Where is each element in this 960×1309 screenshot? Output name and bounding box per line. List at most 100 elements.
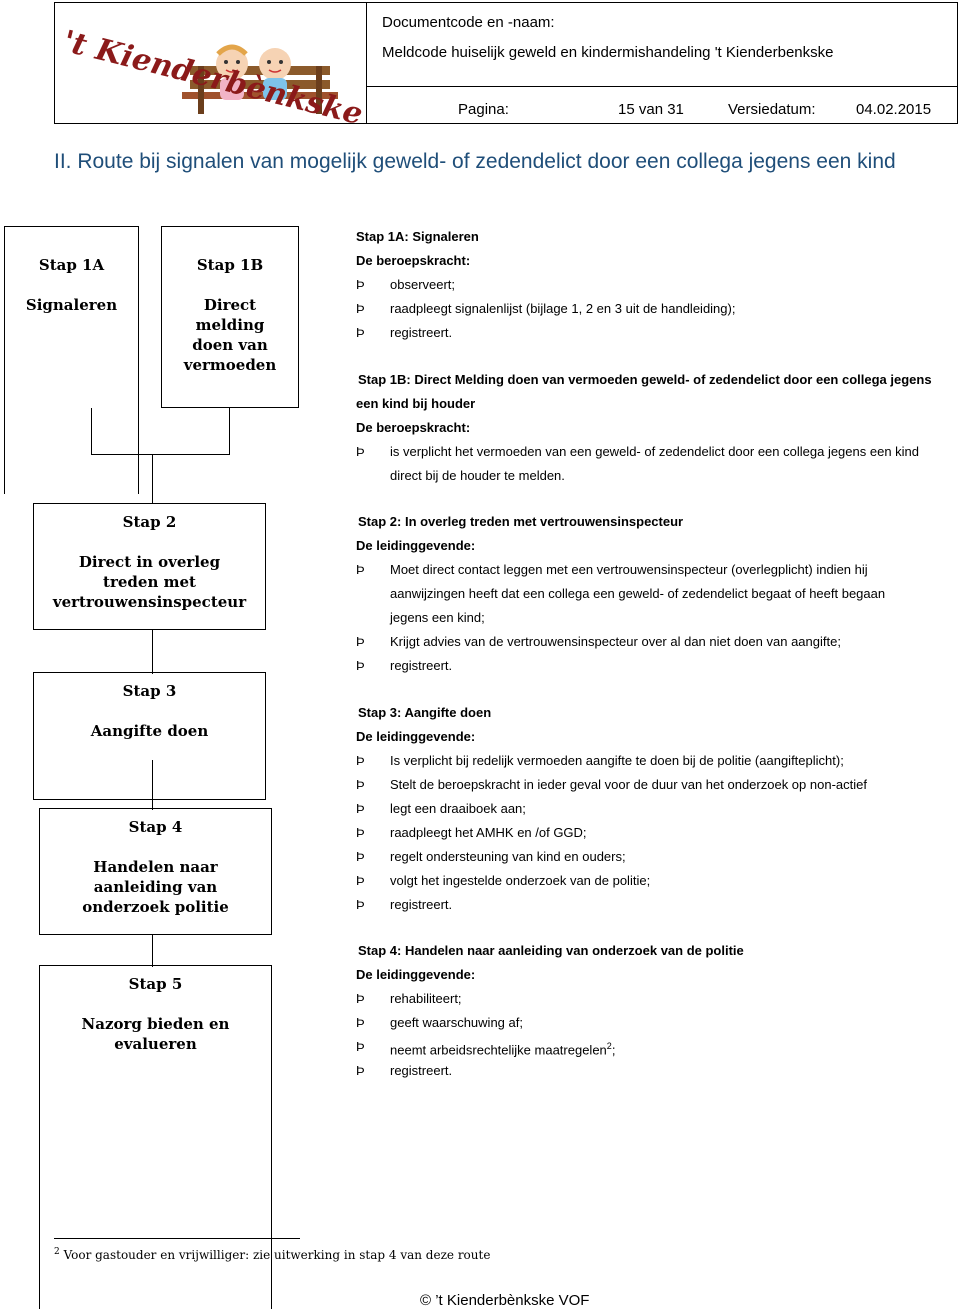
bullet-icon: Þ <box>356 991 365 1006</box>
connector-line <box>152 630 153 674</box>
box-label-line1: Aangifte doen <box>90 722 209 740</box>
box-label-line2: evalueren <box>114 1035 197 1053</box>
list-item-text: Krijgt advies van de vertrouwensinspecte… <box>390 634 841 649</box>
box-step-label: Stap 3 <box>122 682 177 700</box>
logo-bench-icon <box>182 44 338 114</box>
header-divider <box>366 2 367 124</box>
bullet-icon: Þ <box>356 753 365 768</box>
bullet-icon: Þ <box>356 801 365 816</box>
list-item-text-end: ; <box>611 1042 616 1058</box>
section-actor: De beroepskracht: <box>356 416 956 440</box>
list-item-text: Is verplicht bij redelijk vermoeden aang… <box>390 753 844 768</box>
box-step-label: Stap 4 <box>128 818 183 836</box>
section-heading-text: een kind bij houder <box>356 396 476 411</box>
section-heading: een kind bij houder <box>356 392 956 416</box>
list-item-text: aanwijzingen heeft dat een collega een g… <box>390 586 886 601</box>
connector-line <box>91 454 230 455</box>
list-item-text: geeft waarschuwing af; <box>390 1015 523 1030</box>
footnote-ref: 2 <box>606 1041 612 1051</box>
list-item-text: registreert. <box>390 897 453 912</box>
footnote-text: Voor gastouder en vrijwilliger: zie uitw… <box>63 1248 491 1262</box>
bullet-icon: Þ <box>356 634 365 649</box>
doc-code-label: Documentcode en -naam: <box>382 14 555 31</box>
footnote-separator <box>54 1238 300 1239</box>
section-heading-text: Stap 4: Handelen naar aanleiding van ond… <box>358 943 744 958</box>
box-label-line1: Direct in overleg <box>78 553 221 571</box>
flow-box-stap-5: Stap 5 Nazorg bieden en evalueren <box>39 965 272 1309</box>
box-label-line3: doen van <box>192 336 268 354</box>
flow-box-stap-3: Stap 3 Aangifte doen <box>33 672 266 800</box>
footnote-number: 2 <box>54 1247 60 1257</box>
list-item-continuation: direct bij de houder te melden. <box>356 464 956 488</box>
box-label-line1: Nazorg bieden en <box>81 1015 230 1033</box>
bullet-icon: Þ <box>356 1063 365 1078</box>
list-item: Þ Stelt de beroepskracht in ieder geval v… <box>356 773 956 797</box>
bullet-icon: Þ <box>356 849 365 864</box>
section-heading: Stap 1A: Signaleren <box>356 225 956 249</box>
list-item-text: rehabiliteert; <box>390 991 462 1006</box>
bullet-icon: Þ <box>356 777 365 792</box>
page-label: Pagina: <box>458 101 509 118</box>
section-heading-text: Stap 1A: Signaleren <box>356 229 479 244</box>
section-heading-text: Stap 1B: Direct Melding doen van vermoed… <box>358 372 932 387</box>
flow-box-stap-1a: Stap 1A Signaleren <box>4 226 139 494</box>
connector-line <box>152 935 153 967</box>
list-item: Þ Is verplicht bij redelijk vermoeden aan… <box>356 749 956 773</box>
list-item-text: registreert. <box>390 1063 453 1078</box>
list-item-continuation: aanwijzingen heeft dat een collega een g… <box>356 582 956 606</box>
box-label-line2: melding <box>195 316 265 334</box>
list-item-text: Stelt de beroepskracht in ieder geval vo… <box>390 777 867 792</box>
section-actor: De leidinggevende: <box>356 534 956 558</box>
box-label-line4: vermoeden <box>183 356 277 374</box>
bullet-icon: Þ <box>356 444 365 459</box>
connector-line <box>91 408 92 454</box>
footer-copyright: © ’t Kienderbènkske VOF <box>420 1292 590 1309</box>
section-actor: De beroepskracht: <box>356 249 956 273</box>
box-step-label: Stap 1B <box>196 256 264 274</box>
list-item-text: raadpleegt het AMHK en /of GGD; <box>390 825 587 840</box>
box-step-label: Stap 2 <box>122 513 177 531</box>
doc-name: Meldcode huiselijk geweld en kindermisha… <box>382 44 834 61</box>
list-item-text: neemt arbeidsrechtelijke maatregelen2; <box>390 1035 615 1062</box>
section-actor-text: De leidinggevende: <box>356 967 476 982</box>
list-item-text: regelt ondersteuning van kind en ouders; <box>390 849 626 864</box>
page-title: II. Route bij signalen van mogelijk gewe… <box>54 150 896 173</box>
section-actor-text: De leidinggevende: <box>356 538 476 553</box>
flow-box-stap-2: Stap 2 Direct in overleg treden met vert… <box>33 503 266 630</box>
section-actor: De leidinggevende: <box>356 725 956 749</box>
bullet-icon: Þ <box>356 301 365 316</box>
box-label-line2: aanleiding van <box>93 878 218 896</box>
bullet-icon: Þ <box>356 562 365 577</box>
section-heading: Stap 1B: Direct Melding doen van vermoed… <box>356 368 956 392</box>
list-item-text: registreert. <box>390 658 453 673</box>
bullet-icon: Þ <box>356 825 365 840</box>
list-item-text: observeert; <box>390 277 456 292</box>
box-label-line1: Direct <box>203 296 257 314</box>
box-label-line2: treden met <box>103 573 196 591</box>
version-value: 04.02.2015 <box>856 101 932 118</box>
section-actor-text: De leidinggevende: <box>356 729 476 744</box>
list-item-text: is verplicht het vermoeden van een gewel… <box>390 444 920 459</box>
box-label-line1: Handelen naar <box>93 858 218 876</box>
box-step-label: Stap 5 <box>128 975 183 993</box>
section-stap-3: Stap 3: Aangifte doen De leidinggevende:… <box>356 701 956 917</box>
bullet-icon: Þ <box>356 1039 365 1054</box>
section-stap-4: Stap 4: Handelen naar aanleiding van ond… <box>356 939 956 1083</box>
flow-box-stap-4: Stap 4 Handelen naar aanleiding van onde… <box>39 808 272 935</box>
list-item-text: direct bij de houder te melden. <box>390 468 565 483</box>
footnote: 2 Voor gastouder en vrijwilliger: zie ui… <box>54 1247 490 1262</box>
list-item-text: volgt het ingestelde onderzoek van de po… <box>390 873 651 888</box>
page-value: 15 van 31 <box>618 101 684 118</box>
list-item-text: Moet direct contact leggen met een vertr… <box>390 562 868 577</box>
